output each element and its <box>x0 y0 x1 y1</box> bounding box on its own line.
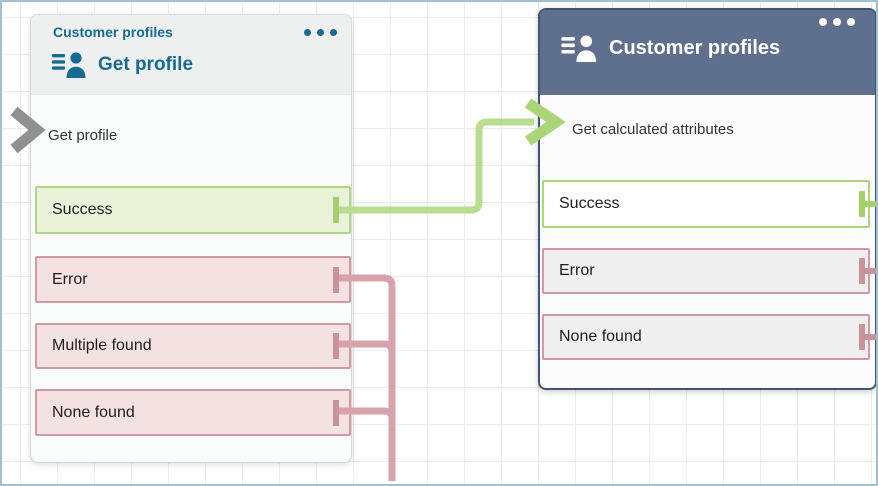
block-get-profile[interactable]: Customer profiles Get profile Get profil… <box>30 14 352 463</box>
block-title: Customer profiles <box>609 36 781 59</box>
customer-profiles-icon <box>52 52 86 78</box>
connection-handle-icon[interactable] <box>333 197 339 223</box>
step-label: Get profile <box>48 126 118 144</box>
block-get-calculated-attributes[interactable]: Customer profiles Get calculated attribu… <box>538 8 878 390</box>
output-error[interactable]: Error <box>35 256 351 303</box>
connection-handle-icon[interactable] <box>859 324 878 350</box>
output-label: Multiple found <box>52 337 152 354</box>
output-label: Error <box>52 270 88 288</box>
step-label: Get calculated attributes <box>572 120 734 138</box>
output-label: None found <box>559 328 642 345</box>
output-success[interactable]: Success <box>542 180 878 228</box>
block-header[interactable]: Customer profiles <box>540 10 875 95</box>
connection-handle-icon[interactable] <box>333 399 339 426</box>
output-error[interactable]: Error <box>542 248 878 294</box>
block-header[interactable]: Customer profiles Get profile <box>31 15 351 95</box>
output-label: Success <box>52 201 113 218</box>
output-label: None found <box>52 403 135 421</box>
ellipsis-menu-icon[interactable] <box>304 29 337 36</box>
connection-handle-icon[interactable] <box>333 266 339 293</box>
output-label: Error <box>559 262 595 279</box>
block-title: Get profile <box>98 53 194 75</box>
output-none-found[interactable]: None found <box>542 314 878 360</box>
ellipsis-menu-icon[interactable] <box>819 18 855 26</box>
output-none-found[interactable]: None found <box>35 389 351 436</box>
output-multiple-found[interactable]: Multiple found <box>35 323 351 369</box>
customer-profiles-icon <box>561 35 597 62</box>
connection-handle-icon[interactable] <box>859 258 878 284</box>
output-label: Success <box>559 195 620 212</box>
connection-handle-icon[interactable] <box>333 333 339 359</box>
block-category-label: Customer profiles <box>53 24 173 40</box>
connection-handle-icon[interactable] <box>859 191 878 217</box>
output-success[interactable]: Success <box>35 186 351 234</box>
